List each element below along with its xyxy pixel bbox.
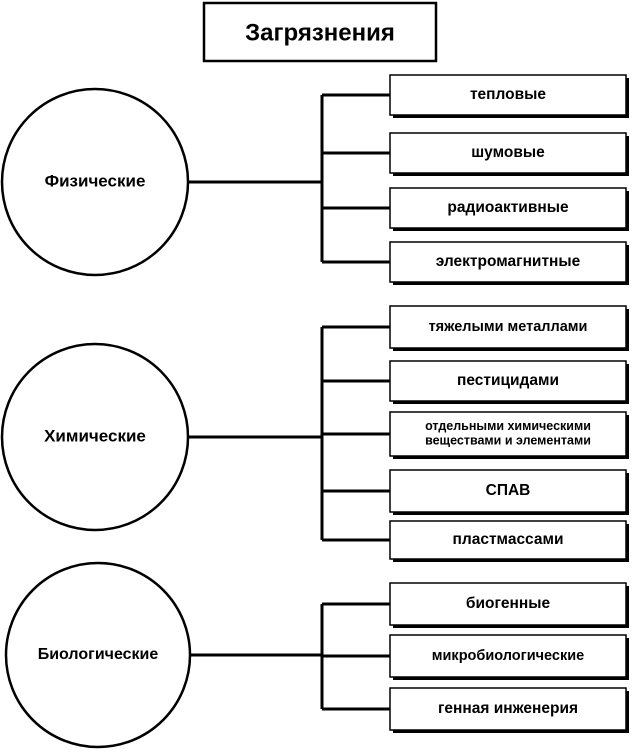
category-label: Биологические xyxy=(38,646,159,663)
category-circle xyxy=(4,561,192,749)
item-box xyxy=(389,687,627,731)
item-box-group: тяжелыми металлами xyxy=(389,305,629,351)
item-label: веществами и элементами xyxy=(425,433,591,447)
item-box xyxy=(389,582,627,626)
item-box xyxy=(389,469,627,513)
item-box xyxy=(389,411,627,457)
item-label: биогенные xyxy=(466,595,551,612)
item-box xyxy=(389,520,627,560)
item-box-group: биогенные xyxy=(389,582,629,628)
item-box-group: шумовые xyxy=(389,132,629,176)
item-box-group: микробиологические xyxy=(389,634,629,680)
category-circle xyxy=(0,342,190,532)
item-label: тепловые xyxy=(470,86,546,103)
item-label: пестицидами xyxy=(457,372,559,389)
item-label: СПАВ xyxy=(486,482,531,499)
item-box-group: тепловые xyxy=(389,74,629,118)
item-box-group: электромагнитные xyxy=(389,241,629,285)
category-label: Физические xyxy=(45,171,146,190)
item-label: тяжелыми металлами xyxy=(429,319,588,335)
item-label: шумовые xyxy=(471,144,545,161)
group-2: Биологические биогенные микробиологические… xyxy=(4,561,629,749)
item-box xyxy=(389,634,627,678)
title-box xyxy=(202,1,438,63)
group-1: Химические тяжелыми металлами пестицидами о… xyxy=(0,305,629,562)
item-box-group: генная инженерия xyxy=(389,687,629,733)
item-box xyxy=(389,360,627,402)
groups-layer: Физические тепловые шумовые радиоактивные эл… xyxy=(0,74,629,749)
item-box xyxy=(389,305,627,349)
item-label: отдельными химическими xyxy=(425,419,591,433)
item-box xyxy=(389,241,627,283)
category-circle xyxy=(0,87,190,277)
item-box-group: СПАВ xyxy=(389,469,629,515)
item-label: радиоактивные xyxy=(447,199,569,216)
item-box-group: пластмассами xyxy=(389,520,629,562)
item-label: генная инженерия xyxy=(438,700,578,717)
category-label: Химические xyxy=(44,426,146,445)
item-box-group: радиоактивные xyxy=(389,187,629,231)
item-label: электромагнитные xyxy=(436,253,581,270)
item-label: микробиологические xyxy=(432,648,584,664)
item-label: пластмассами xyxy=(453,531,564,548)
diagram-title: Загрязнения xyxy=(245,19,395,46)
item-box xyxy=(389,187,627,229)
group-0: Физические тепловые шумовые радиоактивные эл… xyxy=(0,74,629,285)
title-group: Загрязнения xyxy=(202,1,438,63)
item-box xyxy=(389,132,627,174)
item-box xyxy=(389,74,627,116)
item-box-group: пестицидами xyxy=(389,360,629,404)
